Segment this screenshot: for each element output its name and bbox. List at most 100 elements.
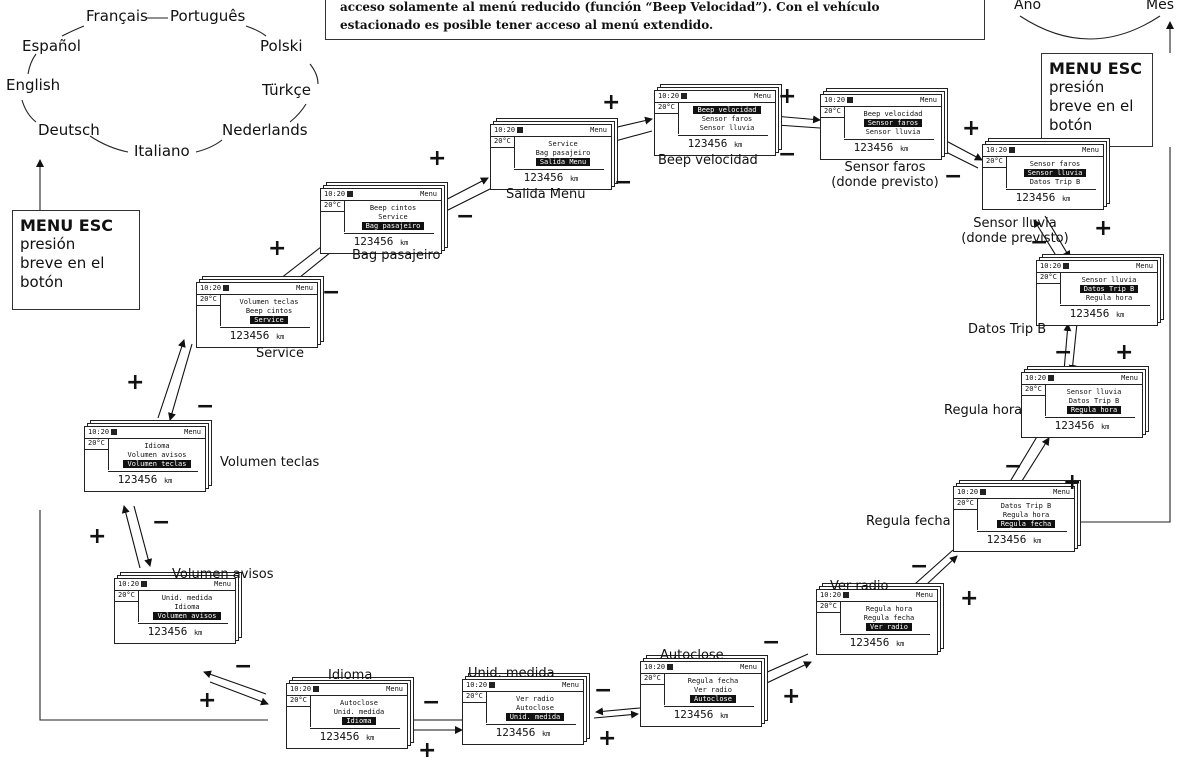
menu-item: Unid. medida bbox=[139, 594, 235, 602]
memory-icon bbox=[141, 581, 147, 587]
menu-item-text: Idioma bbox=[174, 603, 200, 611]
menu-item: Volumen teclas bbox=[109, 460, 205, 468]
odometer: 123456 km bbox=[655, 137, 775, 152]
menu-item-text: Regula fecha bbox=[996, 520, 1056, 528]
menu-item-text: Sensor faros bbox=[701, 115, 753, 123]
temperature-text: 20°C bbox=[1025, 385, 1042, 393]
menu-item: Volumen teclas bbox=[221, 298, 317, 306]
clock-text: 10:20 bbox=[466, 681, 488, 689]
menu-item: Regula hora bbox=[1061, 294, 1157, 302]
menu-item-text: Unid. medida bbox=[161, 594, 213, 602]
esc-title: MENU ESC bbox=[20, 216, 113, 235]
menu-esc-box-right: MENU ESC presión breve en el botón bbox=[1041, 53, 1153, 147]
menu-item-text: Autoclose bbox=[516, 704, 554, 712]
odometer: 123456 km bbox=[491, 171, 611, 186]
menu-item: Datos Trip B bbox=[1046, 397, 1142, 405]
menu-item: Unid. medida bbox=[487, 713, 583, 721]
odometer-unit: km bbox=[899, 145, 909, 153]
clock-text: 10:20 bbox=[1040, 262, 1062, 270]
menu-item: Sensor faros bbox=[845, 119, 941, 127]
menu-item: Idioma bbox=[109, 442, 205, 450]
clock-text: 10:20 bbox=[957, 488, 979, 496]
menu-item: Sensor lluvia bbox=[1046, 388, 1142, 396]
plus-sign: + bbox=[778, 84, 797, 109]
menu-item: Idioma bbox=[139, 603, 235, 611]
odometer-value: 123456 bbox=[319, 730, 360, 743]
menu-item: Beep velocidad bbox=[679, 106, 775, 114]
clock-text: 10:20 bbox=[200, 284, 222, 292]
minus-sign: − bbox=[456, 204, 475, 229]
temperature-text: 20°C bbox=[986, 157, 1003, 165]
odometer: 123456 km bbox=[197, 329, 317, 344]
minus-sign: − bbox=[778, 142, 797, 167]
minus-sign: − bbox=[322, 280, 341, 305]
menu-item-text: Beep cintos bbox=[369, 204, 417, 212]
year-label: Año bbox=[1014, 0, 1042, 13]
menu-item: Regula fecha bbox=[978, 520, 1074, 528]
memory-icon bbox=[980, 489, 986, 495]
menu-item-text: Sensor lluvia bbox=[865, 128, 921, 136]
menu-item-text: Idioma bbox=[144, 442, 170, 450]
menu-item-text: Beep cintos bbox=[245, 307, 293, 315]
odometer: 123456 km bbox=[1037, 307, 1157, 322]
menu-item-text: Datos Trip B bbox=[1000, 502, 1052, 510]
menu-item: Sensor lluvia bbox=[1007, 169, 1103, 177]
step-label: Volumen avisos bbox=[172, 567, 274, 582]
language-label: Português bbox=[170, 7, 246, 25]
odometer: 123456 km bbox=[983, 191, 1103, 206]
odometer: 123456 km bbox=[321, 235, 441, 250]
step-label: Volumen teclas bbox=[220, 455, 320, 470]
menu-item-text: Volumen avisos bbox=[127, 451, 187, 459]
esc-line: breve en el bbox=[20, 254, 105, 272]
menu-text: Menu bbox=[916, 591, 933, 599]
menu-item-text: Sensor lluvia bbox=[1066, 388, 1122, 396]
plus-sign: + bbox=[960, 586, 979, 611]
menu-item-text: Datos Trip B bbox=[1079, 285, 1139, 293]
step-label: Sensor lluvia (donde previsto) bbox=[961, 216, 1069, 246]
menu-item: Beep velocidad bbox=[845, 110, 941, 118]
esc-line: presión bbox=[20, 235, 76, 253]
plus-sign: + bbox=[428, 146, 447, 171]
minus-sign: − bbox=[944, 164, 963, 189]
menu-item-text: Volumen avisos bbox=[153, 612, 221, 620]
odometer-value: 123456 bbox=[147, 625, 188, 638]
minus-sign: − bbox=[422, 690, 441, 715]
odometer-value: 123456 bbox=[523, 171, 564, 184]
odometer: 123456 km bbox=[115, 625, 235, 640]
temperature-text: 20°C bbox=[658, 103, 675, 111]
step-label: Bag pasajeiro bbox=[352, 248, 441, 263]
language-label: Español bbox=[22, 37, 81, 55]
menu-item-text: Beep velocidad bbox=[693, 106, 761, 114]
menu-item: Datos Trip B bbox=[978, 502, 1074, 510]
odometer: 123456 km bbox=[641, 708, 761, 723]
menu-item-text: Datos Trip B bbox=[1068, 397, 1120, 405]
screen-header: 10:20 Menu bbox=[197, 283, 317, 293]
menu-item: Regula hora bbox=[841, 605, 937, 613]
menu-text: Menu bbox=[296, 284, 313, 292]
memory-icon bbox=[517, 127, 523, 133]
odometer-value: 123456 bbox=[495, 726, 536, 739]
step-label: Salida Menu bbox=[506, 187, 586, 202]
minus-sign: − bbox=[910, 554, 929, 579]
menu-text: Menu bbox=[740, 663, 757, 671]
step-label: Unid. medida bbox=[468, 666, 555, 681]
menu-item: Ver radio bbox=[487, 695, 583, 703]
menu-item-text: Service bbox=[250, 316, 288, 324]
menu-item-text: Autoclose bbox=[690, 695, 736, 703]
esc-title: MENU ESC bbox=[1049, 59, 1142, 78]
menu-item-text: Unid. medida bbox=[505, 713, 565, 721]
plus-sign: + bbox=[198, 688, 217, 713]
menu-item-text: Service bbox=[378, 213, 408, 221]
minus-sign: − bbox=[196, 394, 215, 419]
esc-line: presión bbox=[1049, 78, 1105, 96]
menu-item: Sensor lluvia bbox=[845, 128, 941, 136]
minus-sign: − bbox=[1054, 340, 1073, 365]
